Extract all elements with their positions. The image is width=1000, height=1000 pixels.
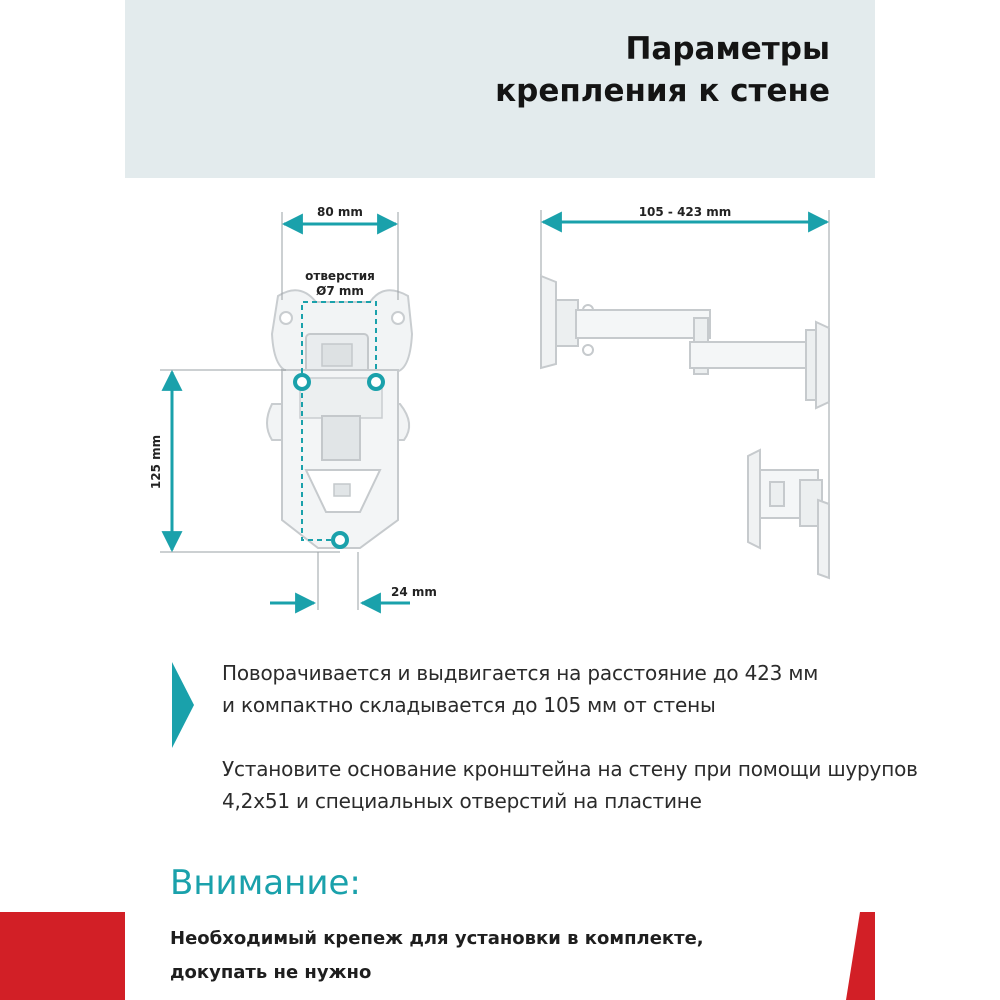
play-triangle-icon [172,662,194,748]
note-line: Необходимый крепеж для установки в компл… [170,928,704,949]
folded-arm-drawing [747,448,830,580]
red-corner-right [846,912,875,1000]
extended-arm-drawing [540,274,830,410]
height-label: 125 mm [149,435,163,489]
note-line: докупать не нужно [170,962,372,983]
holes-label: отверстия [305,269,375,283]
width-label: 80 mm [317,205,363,219]
hole-pattern-guide [293,301,385,549]
title-line-2: крепления к стене [495,73,830,109]
feature-text-line: Поворачивается и выдвигается на расстоян… [222,661,819,685]
title-line-1: Параметры [625,31,830,67]
attention-note: Необходимый крепеж для установки в компл… [170,922,790,990]
mount-hole-marker [367,373,385,391]
feature-text-line: и компактно складывается до 105 мм от ст… [222,693,716,717]
page-title: Параметры крепления к стене [310,28,830,112]
depth-label: 24 mm [391,585,437,599]
attention-heading: Внимание: [170,863,361,903]
feature-text-line: 4,2x51 и специальных отверстий на пласти… [222,789,702,813]
feature-text-line: Установите основание кронштейна на стену… [222,757,918,781]
extension-label: 105 - 423 mm [639,205,732,219]
mount-hole-marker [331,531,349,549]
feature-text-install: Установите основание кронштейна на стену… [222,753,918,817]
mount-hole-marker [293,373,311,391]
holes-diameter-label: Ø7 mm [316,284,364,298]
red-corner-left [0,912,125,1000]
front-plate-drawing [266,289,414,549]
header-panel [125,0,875,178]
feature-text-rotation: Поворачивается и выдвигается на расстоян… [222,657,862,721]
side-extension-lines [540,210,830,578]
